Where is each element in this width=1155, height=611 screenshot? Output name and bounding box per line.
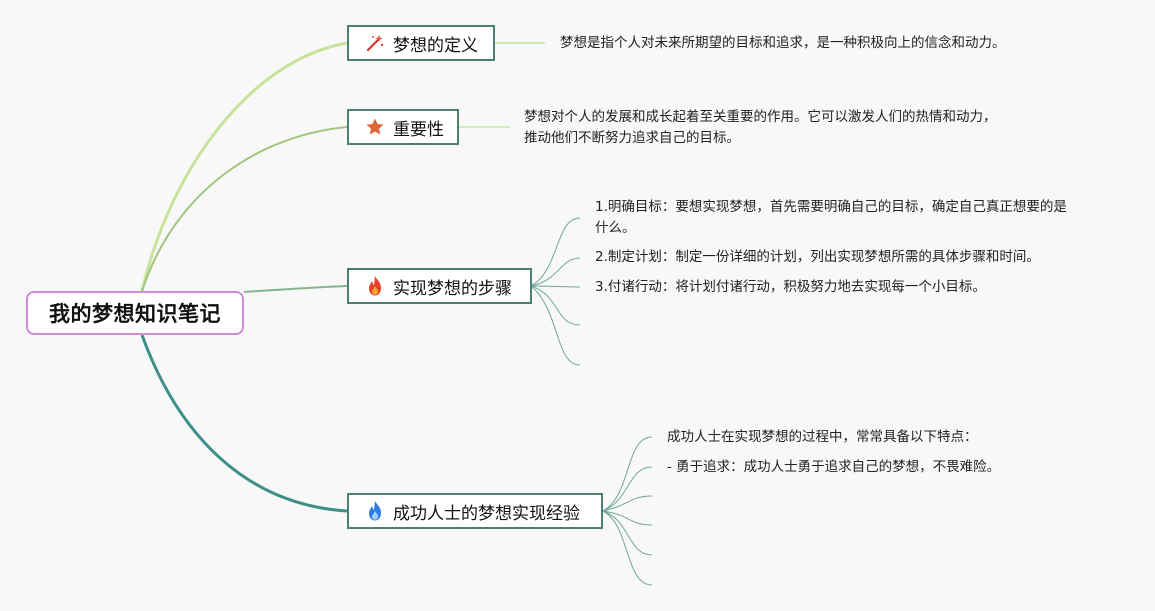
note-line: 梦想是指个人对未来所期望的目标和追求，是一种积极向上的信念和动力。 (560, 35, 1006, 51)
note-line: 什么。 (595, 220, 636, 236)
blue-flame-icon (363, 500, 387, 522)
magic-wand-icon (363, 32, 387, 54)
central-topic[interactable]: 我的梦想知识笔记 (26, 291, 244, 335)
note-importance: 梦想对个人的发展和成长起着至关重要的作用。它可以激发人们的热情和动力， 推动他们… (524, 107, 997, 149)
branch-to-experience (140, 334, 348, 513)
topic-importance[interactable]: 重要性 (347, 109, 459, 145)
note-line: 推动他们不断努力追求自己的目标。 (524, 130, 740, 146)
topic-importance-label: 重要性 (393, 119, 444, 140)
note-steps: 1.明确目标：要想实现梦想，首先需要明确自己的目标，确定自己真正想要的是 什么。 (595, 197, 1067, 239)
steps-note-connectors (530, 217, 581, 366)
topic-definition-label: 梦想的定义 (393, 35, 478, 56)
fire-icon (363, 275, 387, 297)
branch-to-importance (141, 126, 348, 292)
experience-note-connectors (602, 436, 653, 586)
topic-experience[interactable]: 成功人士的梦想实现经验 (347, 493, 603, 529)
note-line: 梦想对个人的发展和成长起着至关重要的作用。它可以激发人们的热情和动力， (524, 109, 997, 125)
note-steps-2: 2.制定计划：制定一份详细的计划，列出实现梦想所需的具体步骤和时间。 (595, 247, 1040, 268)
note-line: - 勇于追求：成功人士勇于追求自己的梦想，不畏难险。 (667, 459, 1001, 475)
note-experience: 成功人士在实现梦想的过程中，常常具备以下特点： (667, 427, 978, 448)
topic-steps[interactable]: 实现梦想的步骤 (347, 268, 532, 304)
note-line: 1.明确目标：要想实现梦想，首先需要明确自己的目标，确定自己真正想要的是 (595, 199, 1067, 215)
note-definition: 梦想是指个人对未来所期望的目标和追求，是一种积极向上的信念和动力。 (560, 33, 1006, 54)
topic-steps-label: 实现梦想的步骤 (393, 278, 512, 299)
note-line: 成功人士在实现梦想的过程中，常常具备以下特点： (667, 429, 978, 445)
note-experience-2: - 勇于追求：成功人士勇于追求自己的梦想，不畏难险。 (667, 457, 1000, 478)
topic-experience-label: 成功人士的梦想实现经验 (393, 503, 580, 524)
branch-to-definition (140, 41, 348, 292)
note-line: 3.付诸行动：将计划付诸行动，积极努力地去实现每一个小目标。 (595, 279, 986, 295)
note-steps-3: 3.付诸行动：将计划付诸行动，积极努力地去实现每一个小目标。 (595, 277, 986, 298)
central-topic-label: 我的梦想知识笔记 (49, 302, 221, 326)
topic-definition[interactable]: 梦想的定义 (347, 25, 495, 61)
note-line: 2.制定计划：制定一份详细的计划，列出实现梦想所需的具体步骤和时间。 (595, 249, 1040, 265)
branch-to-steps (243, 285, 348, 293)
star-icon (363, 116, 387, 138)
